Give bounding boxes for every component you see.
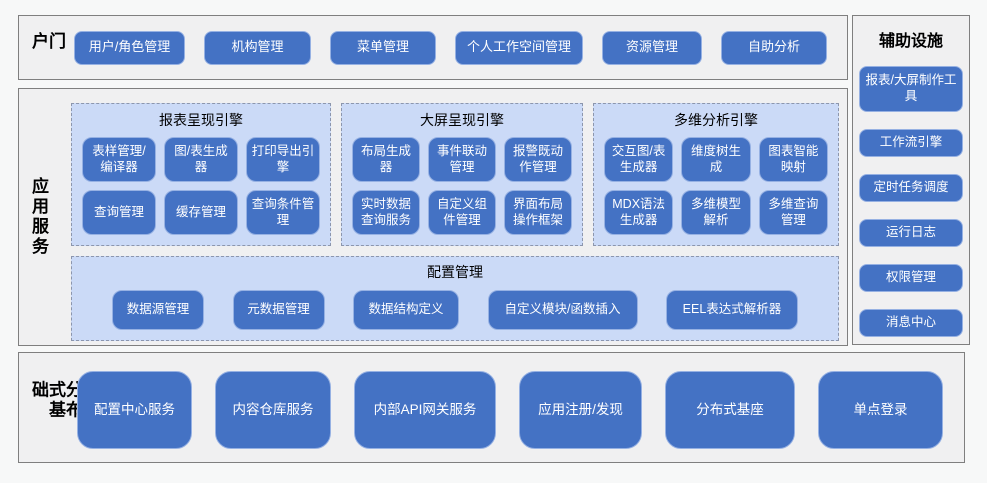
portal-node-row: 用户/角色管理 机构管理 菜单管理 个人工作空间管理 资源管理 自助分析 — [74, 16, 827, 79]
node-query-condition-management: 查询条件管理 — [246, 190, 320, 235]
node-org-management: 机构管理 — [204, 30, 311, 65]
distributed-base-node-row: 配置中心服务 内容仓库服务 内部API网关服务 应用注册/发现 分布式基座 单点… — [77, 371, 943, 449]
node-user-role-management: 用户/角色管理 — [74, 30, 185, 65]
node-interactive-chart-table-generator: 交互图/表生成器 — [604, 137, 674, 182]
node-layout-generator: 布局生成器 — [352, 137, 420, 182]
node-permission-management: 权限管理 — [859, 264, 963, 292]
node-distributed-foundation-base: 分布式基座 — [665, 371, 795, 449]
node-self-service-analysis: 自助分析 — [721, 30, 827, 65]
app-services-section: 应用服务 报表呈现引擎 表样管理/编译器 图/表生成器 打印导出引擎 查询管理 … — [18, 88, 848, 346]
node-run-log: 运行日志 — [859, 219, 963, 247]
group-bigscreen-rendering-engine: 大屏呈现引擎 布局生成器 事件联动管理 报警既动作管理 实时数据查询服务 自定义… — [341, 103, 583, 246]
node-realtime-data-query-service: 实时数据查询服务 — [352, 190, 420, 235]
node-workflow-engine: 工作流引擎 — [859, 129, 963, 157]
node-mdx-syntax-generator: MDX语法生成器 — [604, 190, 674, 235]
node-custom-component-management: 自定义组件管理 — [428, 190, 496, 235]
node-datasource-management: 数据源管理 — [112, 290, 204, 330]
bigscreen-engine-node-grid: 布局生成器 事件联动管理 报警既动作管理 实时数据查询服务 自定义组件管理 界面… — [342, 130, 582, 244]
app-services-section-label: 应用服务 — [29, 177, 48, 257]
node-content-repository-service: 内容仓库服务 — [215, 371, 331, 449]
report-engine-node-grid: 表样管理/编译器 图/表生成器 打印导出引擎 查询管理 缓存管理 查询条件管理 — [72, 130, 330, 244]
node-multidim-model-parsing: 多维模型解析 — [681, 190, 751, 235]
node-cache-management: 缓存管理 — [164, 190, 238, 235]
group-config-management: 配置管理 数据源管理 元数据管理 数据结构定义 自定义模块/函数插入 EEL表达… — [71, 256, 839, 341]
group-title-olap-analysis-engine: 多维分析引擎 — [674, 112, 758, 128]
auxiliary-facilities-title: 辅助设施 — [878, 33, 943, 50]
group-title-bigscreen-rendering-engine: 大屏呈现引擎 — [420, 112, 504, 128]
node-report-bigscreen-authoring-tool: 报表/大屏制作工具 — [859, 66, 963, 112]
node-resource-management: 资源管理 — [602, 30, 702, 65]
config-node-row: 数据源管理 元数据管理 数据结构定义 自定义模块/函数插入 EEL表达式解析器 — [72, 282, 838, 330]
node-chart-table-generator: 图/表生成器 — [164, 137, 238, 182]
node-alarm-action-management: 报警既动作管理 — [504, 137, 572, 182]
distributed-base-section: 分布式基础 配置中心服务 内容仓库服务 内部API网关服务 应用注册/发现 分布… — [18, 352, 965, 463]
node-personal-workspace-management: 个人工作空间管理 — [455, 30, 583, 65]
node-template-management-compiler: 表样管理/编译器 — [82, 137, 156, 182]
node-config-center-service: 配置中心服务 — [77, 371, 192, 449]
node-message-center: 消息中心 — [859, 309, 963, 337]
node-app-registration-discovery: 应用注册/发现 — [519, 371, 642, 449]
portal-section: 门户 用户/角色管理 机构管理 菜单管理 个人工作空间管理 资源管理 自助分析 — [18, 15, 848, 80]
group-title-config-management: 配置管理 — [427, 264, 483, 280]
node-chart-smart-mapping: 图表智能映射 — [758, 137, 828, 182]
node-ui-layout-operation-framework: 界面布局操作框架 — [504, 190, 572, 235]
portal-section-label: 门户 — [29, 31, 65, 52]
auxiliary-facilities-section: 辅助设施 报表/大屏制作工具 工作流引擎 定时任务调度 运行日志 权限管理 消息… — [852, 15, 970, 345]
group-report-rendering-engine: 报表呈现引擎 表样管理/编译器 图/表生成器 打印导出引擎 查询管理 缓存管理 … — [71, 103, 331, 246]
node-internal-api-gateway-service: 内部API网关服务 — [354, 371, 496, 449]
node-multidim-query-management: 多维查询管理 — [758, 190, 828, 235]
node-menu-management: 菜单管理 — [330, 30, 436, 65]
node-scheduled-task-dispatch: 定时任务调度 — [859, 174, 963, 202]
node-dimension-tree-generation: 维度树生成 — [681, 137, 751, 182]
node-event-linkage-management: 事件联动管理 — [428, 137, 496, 182]
node-eel-expression-parser: EEL表达式解析器 — [666, 290, 798, 330]
node-custom-module-function-insert: 自定义模块/函数插入 — [487, 290, 638, 330]
group-olap-analysis-engine: 多维分析引擎 交互图/表生成器 维度树生成 图表智能映射 MDX语法生成器 多维… — [593, 103, 839, 246]
auxiliary-node-column: 报表/大屏制作工具 工作流引擎 定时任务调度 运行日志 权限管理 消息中心 — [853, 66, 969, 337]
node-metadata-management: 元数据管理 — [232, 290, 325, 330]
distributed-base-section-label: 分布式基础 — [29, 380, 82, 421]
group-title-report-rendering-engine: 报表呈现引擎 — [159, 112, 243, 128]
node-single-sign-on: 单点登录 — [818, 371, 943, 449]
olap-engine-node-grid: 交互图/表生成器 维度树生成 图表智能映射 MDX语法生成器 多维模型解析 多维… — [594, 130, 838, 244]
node-query-management: 查询管理 — [82, 190, 156, 235]
node-data-structure-definition: 数据结构定义 — [353, 290, 459, 330]
node-print-export-engine: 打印导出引擎 — [246, 137, 320, 182]
